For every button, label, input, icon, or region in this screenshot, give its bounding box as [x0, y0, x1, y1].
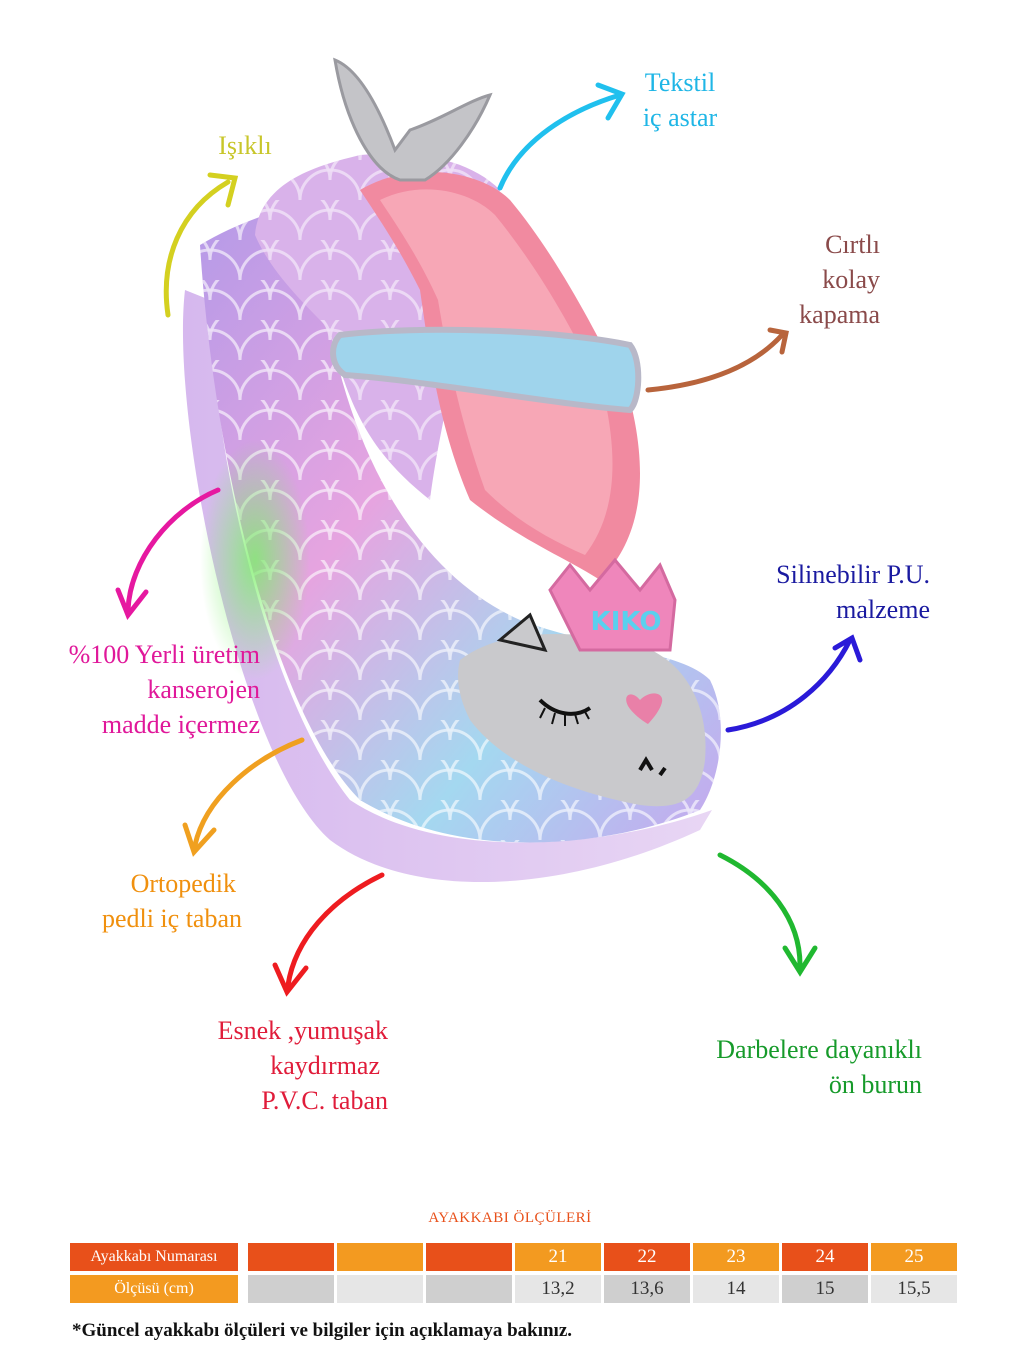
velcro-strap	[330, 326, 642, 414]
size-length-cell: 13,6	[604, 1275, 690, 1303]
arrow-cirtli-head	[767, 327, 789, 355]
size-note: *Güncel ayakkabı ölçüleri ve bilgiler iç…	[72, 1320, 573, 1341]
arrow-tekstil-head	[595, 82, 626, 121]
size-row-numbers-label: Ayakkabı Numarası	[70, 1243, 238, 1271]
feature-cirtli-line: kolay	[822, 265, 880, 294]
arrow-darbe-head	[782, 945, 818, 977]
size-number-cell	[426, 1243, 512, 1271]
light-glow	[200, 440, 310, 680]
feature-yerli-line: %100 Yerli üretim	[68, 640, 260, 669]
feature-cirtli: Cırtlı kolay kapama	[760, 227, 880, 332]
size-number-cell: 25	[871, 1243, 957, 1271]
feature-ortopedik-line: Ortopedik	[130, 869, 236, 898]
arrow-esnek-head	[272, 962, 309, 997]
feature-cirtli-line: Cırtlı	[825, 230, 880, 259]
product-illustration: KIKO	[115, 57, 863, 997]
feature-yerli: %100 Yerli üretim kanserojen madde içerm…	[40, 637, 260, 742]
size-row-lengths-label: Ölçüsü (cm)	[70, 1275, 238, 1303]
size-number-cell: 21	[515, 1243, 601, 1271]
feature-esnek-line: P.V.C. taban	[261, 1086, 388, 1115]
feature-darbe: Darbelere dayanıklı ön burun	[690, 1032, 922, 1102]
feature-darbe-line: ön burun	[828, 1070, 922, 1099]
size-length-cell	[248, 1275, 334, 1303]
size-length-cell	[426, 1275, 512, 1303]
size-number-cell: 24	[782, 1243, 868, 1271]
arrow-yerli	[125, 487, 221, 613]
feature-yerli-line: kanserojen	[147, 675, 260, 704]
feature-tekstil-line: iç astar	[642, 103, 718, 132]
feature-cirtli-line: kapama	[799, 300, 880, 329]
size-length-cell: 14	[693, 1275, 779, 1303]
shoe-illustration: KIKO	[182, 57, 721, 883]
arrow-tekstil	[497, 92, 623, 191]
feature-silinebilir-line: malzeme	[836, 595, 930, 624]
arrow-ortopedik-head	[182, 822, 217, 857]
feature-ortopedik-line: pedli iç taban	[101, 904, 242, 933]
size-number-cell	[248, 1243, 334, 1271]
arrow-darbe	[717, 852, 803, 968]
feature-esnek: Esnek ,yumuşak kaydırmaz P.V.C. taban	[170, 1013, 388, 1118]
arrow-yerli-head	[115, 587, 149, 620]
feature-isikli: Işıklı	[190, 128, 300, 163]
arrow-esnek	[285, 872, 385, 988]
size-length-cell: 15,5	[871, 1275, 957, 1303]
size-length-cell	[337, 1275, 423, 1303]
arrow-ortopedik	[192, 737, 305, 848]
size-number-cell: 23	[693, 1243, 779, 1271]
feature-esnek-line: Esnek ,yumuşak	[217, 1016, 388, 1045]
arrow-silinebilir	[725, 637, 853, 733]
feature-yerli-line: madde içermez	[101, 710, 260, 739]
size-length-cell: 13,2	[515, 1275, 601, 1303]
toe-face	[496, 612, 667, 777]
feature-darbe-line: Darbelere dayanıklı	[716, 1035, 922, 1064]
kiko-crown-badge: KIKO	[548, 557, 677, 652]
feature-isikli-line: Işıklı	[218, 131, 272, 160]
feature-silinebilir: Silinebilir P.U. malzeme	[730, 557, 930, 627]
feature-esnek-line: kaydırmaz	[270, 1051, 380, 1080]
badge-text: KIKO	[591, 607, 662, 637]
arrow-isikli-head	[207, 172, 239, 208]
size-table-title: AYAKKABI ÖLÇÜLERİ	[428, 1210, 592, 1226]
feature-tekstil: Tekstil iç astar	[620, 65, 740, 135]
mermaid-tail-fin	[333, 57, 493, 182]
arrow-isikli	[163, 179, 231, 318]
size-length-cell: 15	[782, 1275, 868, 1303]
size-number-cell: 22	[604, 1243, 690, 1271]
feature-ortopedik: Ortopedik pedli iç taban	[40, 866, 242, 936]
feature-silinebilir-line: Silinebilir P.U.	[776, 560, 930, 589]
arrow-cirtli	[645, 332, 785, 393]
arrow-silinebilir-head	[832, 634, 863, 663]
size-number-cell	[337, 1243, 423, 1271]
feature-tekstil-line: Tekstil	[644, 68, 716, 97]
